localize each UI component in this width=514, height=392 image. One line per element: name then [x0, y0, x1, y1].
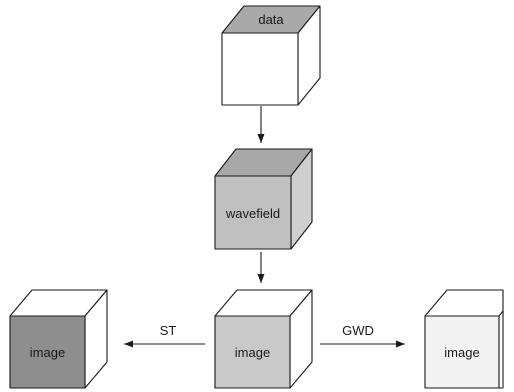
edge-label-st: ST: [160, 323, 177, 338]
node-data-front-face: [221, 32, 299, 106]
node-wavefield: wavefield: [214, 148, 313, 250]
node-data-label: data: [258, 12, 284, 27]
node-image-st-label: image: [30, 345, 65, 360]
node-image-st-front-face: [9, 315, 86, 389]
edge-label-gwd: GWD: [342, 323, 374, 338]
node-image-center-front-face: [214, 315, 291, 389]
edge-image-to-image-st: ST: [124, 323, 205, 348]
node-image-gwd-side-face: [498, 310, 504, 389]
node-image-gwd-label: image: [444, 345, 479, 360]
node-data: data: [221, 5, 321, 106]
node-image-gwd-top-face: [424, 289, 504, 317]
node-wavefield-label: wavefield: [225, 206, 280, 221]
edge-image-to-image-gwd: GWD: [320, 323, 405, 348]
node-image-center: image: [214, 289, 313, 389]
node-wavefield-front-face: [214, 175, 292, 250]
node-image-st: image: [9, 289, 108, 389]
node-image-gwd-front-face: [424, 315, 500, 389]
node-image-center-label: image: [235, 345, 270, 360]
node-image-gwd: image: [424, 289, 504, 389]
